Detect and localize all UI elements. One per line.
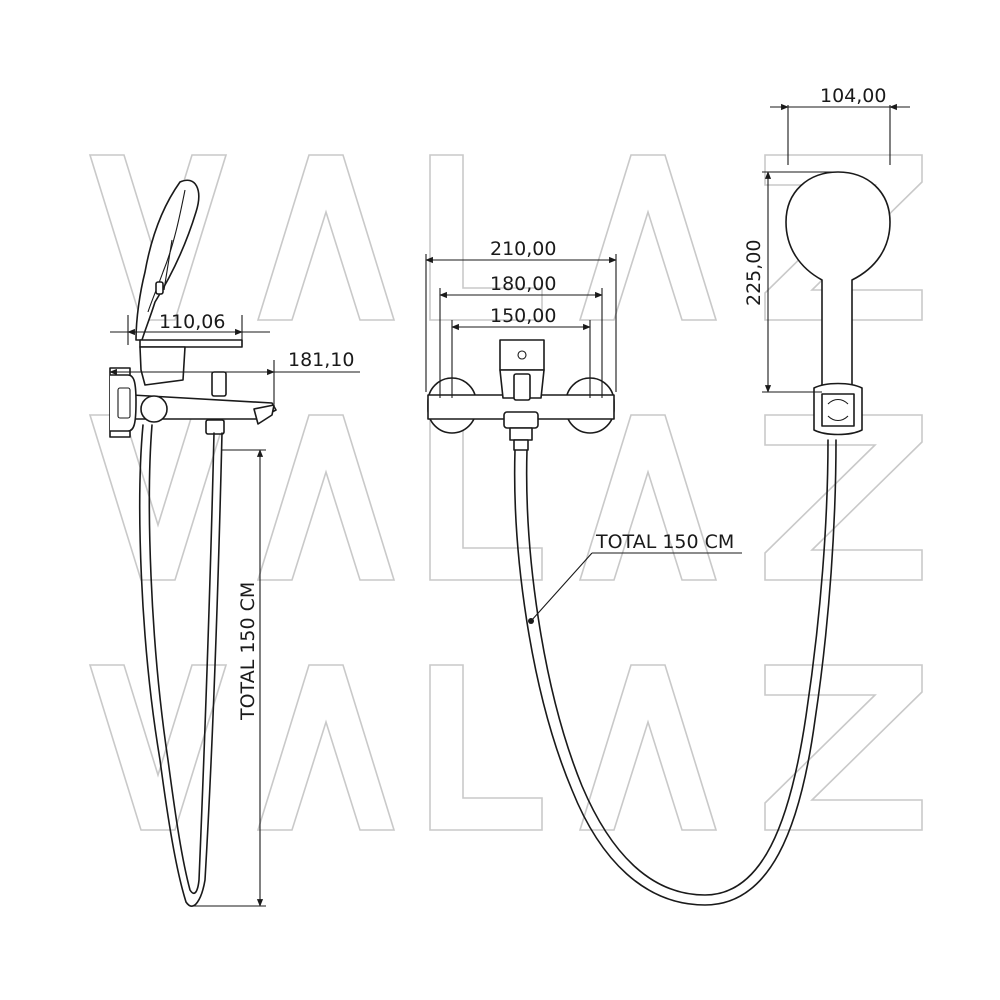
watermark-row-2 (89, 414, 923, 581)
front-mixer (427, 339, 615, 451)
side-hose (139, 424, 223, 907)
dim-middle-label: 180,00 (490, 273, 556, 295)
dim-inner-label: 150,00 (490, 305, 556, 327)
dim-overall: 210,00 (425, 238, 617, 392)
dim-head-height-label: 225,00 (743, 240, 765, 306)
dim-side-hose: TOTAL 150 CM (190, 449, 266, 907)
dim-inner: 150,00 (451, 305, 591, 398)
dim-head-width: 104,00 (770, 85, 910, 165)
side-view: 110,06 181,10 TOTAL 150 CM (109, 179, 360, 907)
dim-depth-label: 181,10 (288, 349, 354, 371)
side-hand-shower (135, 179, 200, 341)
side-spout (109, 339, 277, 438)
dim-head-height: 225,00 (743, 171, 838, 393)
front-hose (513, 439, 837, 906)
dim-overall-label: 210,00 (490, 238, 556, 260)
front-view: 210,00 180,00 150,00 TOTAL 150 CM (425, 238, 837, 906)
leader-front-hose: TOTAL 150 CM (528, 531, 742, 624)
shower-holder (813, 382, 863, 436)
dim-spout-top: 110,06 (110, 311, 270, 345)
dim-middle: 180,00 (439, 273, 603, 398)
shower-head: 104,00 225,00 (743, 85, 910, 436)
leader-front-hose-label: TOTAL 150 CM (595, 531, 734, 553)
dim-head-width-label: 104,00 (820, 85, 886, 107)
dim-side-hose-label: TOTAL 150 CM (237, 582, 259, 721)
dim-spout-top-label: 110,06 (159, 311, 225, 333)
dim-depth: 181,10 (109, 349, 360, 404)
